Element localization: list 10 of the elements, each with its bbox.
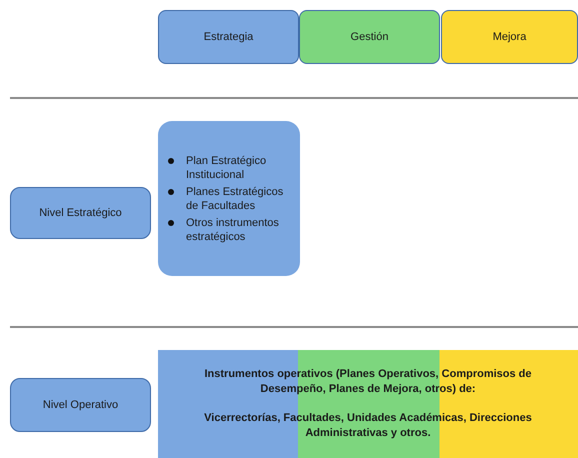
bullet-item: Otros instrumentos estratégicos bbox=[186, 216, 280, 244]
category-box: Estrategia bbox=[158, 10, 299, 64]
bullet-item: Plan Estratégico Institucional bbox=[186, 154, 268, 182]
instrument-list-box bbox=[158, 121, 300, 276]
level-box: Nivel Estratégico bbox=[10, 187, 151, 239]
level-box: Nivel Operativo bbox=[10, 378, 151, 432]
category-box: Mejora bbox=[441, 10, 578, 64]
instrument-band bbox=[158, 350, 578, 458]
category-box: Gestión bbox=[299, 10, 440, 64]
bullet-item: Planes Estratégicos de Facultades bbox=[186, 184, 284, 212]
